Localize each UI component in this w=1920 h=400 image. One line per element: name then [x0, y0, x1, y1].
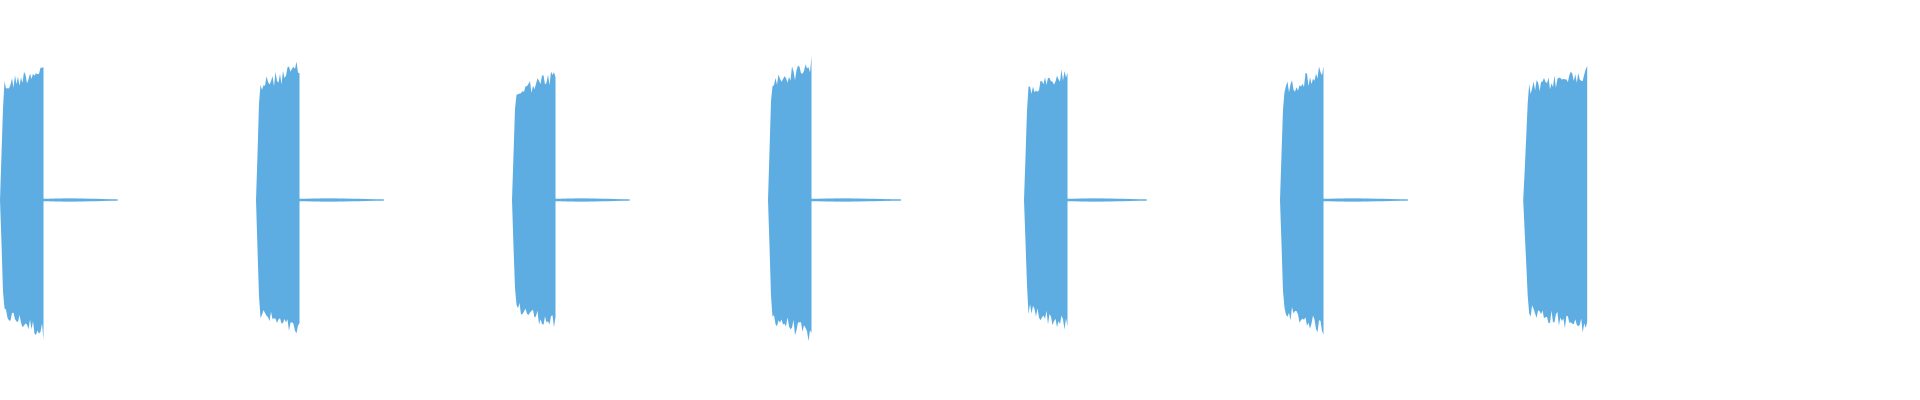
- waveform-burst-body: [512, 71, 556, 328]
- waveform-burst-body: [768, 56, 812, 342]
- waveform-burst: [256, 61, 384, 334]
- waveform-burst: [1523, 66, 1588, 333]
- waveform-burst-tail: [43, 198, 118, 202]
- waveform-burst-body: [1523, 66, 1588, 333]
- waveform-burst: [512, 71, 630, 328]
- waveform-burst-body: [1280, 66, 1324, 335]
- waveform-burst-tail: [555, 198, 630, 202]
- waveform-burst-tail: [811, 198, 902, 202]
- waveform-burst: [0, 67, 118, 340]
- waveform-burst-body: [256, 61, 300, 334]
- waveform-burst: [1024, 69, 1147, 330]
- waveform-burst-body: [1024, 69, 1068, 330]
- waveform-burst-body: [0, 67, 44, 340]
- waveform-series: [0, 56, 1588, 342]
- waveform-burst-tail: [1323, 198, 1408, 202]
- waveform-burst-tail: [1067, 198, 1147, 202]
- waveform-burst: [768, 56, 902, 342]
- waveform-burst-tail: [299, 198, 384, 202]
- waveform-burst: [1280, 66, 1408, 335]
